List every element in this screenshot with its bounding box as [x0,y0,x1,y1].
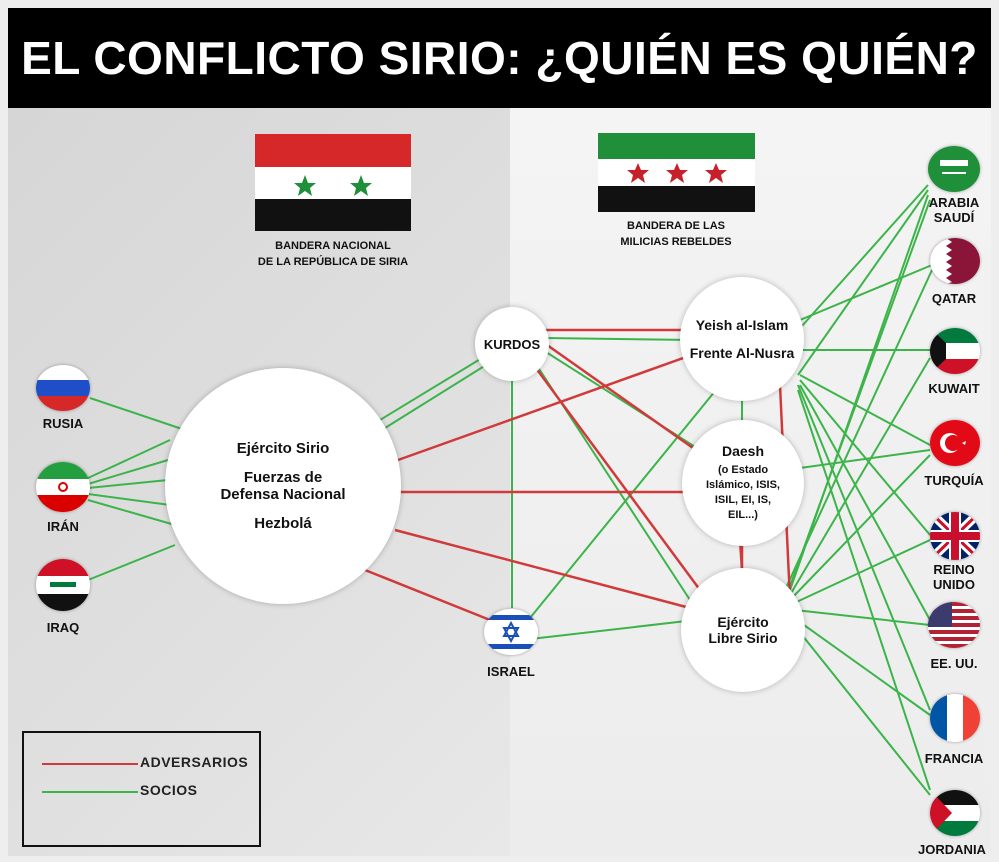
caption-line: BANDERA DE LAS [627,220,725,232]
node-label: Defensa Nacional [220,486,346,503]
rusia-label: RUSIA [42,416,84,431]
node-label: (o Estado [717,464,769,476]
node-label: ISIL, EI, IS, [714,494,772,506]
kuwait-label: KUWAIT [928,381,980,396]
turkey-flag-icon [930,420,980,466]
arabia-saudi-label: ARABIA SAUDÍ [908,195,999,225]
usa-flag-icon [928,602,980,648]
iran-label: IRÁN [47,519,79,534]
iran-flag-icon [36,462,90,512]
francia-label: FRANCIA [924,751,984,766]
israel-flag-icon [484,609,538,655]
israel-label: ISRAEL [487,664,535,679]
node-ejercito-libre-sirio: Ejército Libre Sirio [681,568,805,692]
node-label: Yeish al-Islam [695,317,789,333]
node-label: Fuerzas de [243,469,323,486]
caption-line: BANDERA NACIONAL [275,240,391,252]
node-yeish-nusra: Yeish al-Islam Frente Al-Nusra [680,277,804,401]
page-title: EL CONFLICTO SIRIO: ¿QUIÉN ES QUIÉN? [21,32,978,84]
saudi-arabia-flag-icon [928,146,980,192]
title-bar: EL CONFLICTO SIRIO: ¿QUIÉN ES QUIÉN? [8,8,991,108]
node-daesh: Daesh (o Estado Islámico, ISIS, ISIL, EI… [682,420,804,546]
node-label: Ejército [717,614,769,630]
qatar-label: QATAR [931,291,977,306]
rebel-flag [598,133,755,212]
iraq-flag-icon [36,559,90,611]
syria-national-flag [255,134,411,231]
node-ejercito-sirio: Ejército Sirio Fuerzas de Defensa Nacion… [165,368,401,604]
partner-legend-label: SOCIOS [140,782,198,798]
iraq-label: IRAQ [46,620,80,635]
jordan-flag-icon [930,790,980,836]
caption-line: DE LA REPÚBLICA DE SIRIA [257,256,409,268]
node-label: Daesh [721,443,765,459]
label-line: UNIDO [933,577,975,592]
adversary-legend-label: ADVERSARIOS [140,754,249,770]
russia-flag-icon [36,365,90,411]
legend: ADVERSARIOS SOCIOS [22,731,261,847]
node-label: EIL...) [728,509,758,521]
label-line: SAUDÍ [933,210,975,225]
jordania-label: JORDANIA [918,842,986,857]
uk-flag-icon [930,512,980,560]
adversary-legend-swatch [42,763,138,765]
turquia-label: TURQUÍA [924,473,984,488]
node-kurdos: KURDOS [475,307,549,381]
node-label: Frente Al-Nusra [689,345,795,361]
qatar-flag-icon [930,238,980,284]
kuwait-flag-icon [930,328,980,374]
node-label: KURDOS [483,336,541,352]
node-label: Islámico, ISIS, [706,479,780,491]
syria-flag-caption: BANDERA NACIONAL DE LA REPÚBLICA DE SIRI… [240,238,426,270]
rebel-flag-caption: BANDERA DE LAS MILICIAS REBELDES [595,218,757,250]
eeuu-label: EE. UU. [930,656,978,671]
label-line: ARABIA [928,195,980,210]
france-flag-icon [930,694,980,742]
node-label: Libre Sirio [708,630,778,646]
reino-unido-label: REINO UNIDO [910,562,998,592]
partner-legend-swatch [42,791,138,793]
caption-line: MILICIAS REBELDES [620,236,732,248]
node-label: Ejército Sirio [236,440,330,457]
node-label: Hezbolá [254,515,312,532]
label-line: REINO [933,562,975,577]
